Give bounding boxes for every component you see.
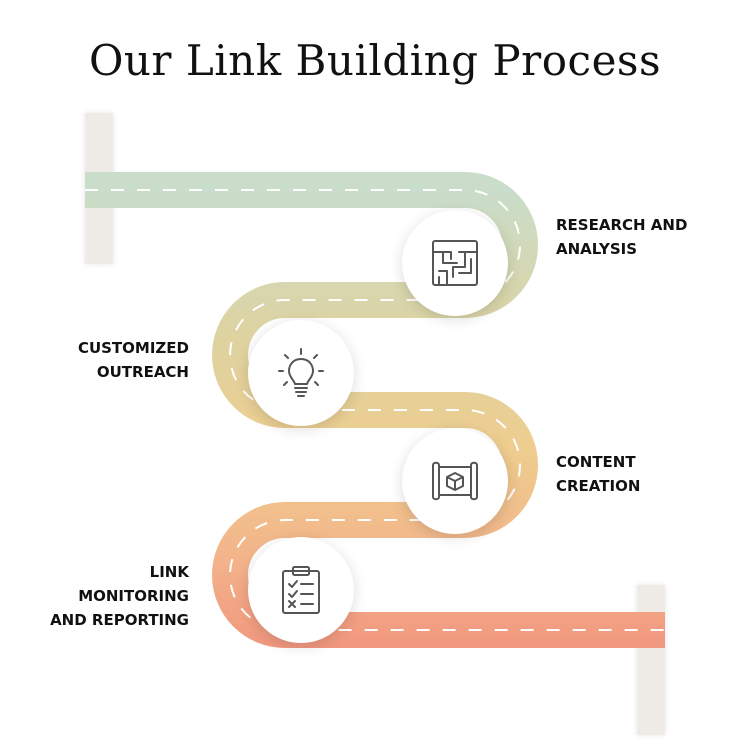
step-label-outreach: CUSTOMIZED OUTREACH — [77, 339, 189, 381]
blueprint-icon — [432, 461, 478, 501]
page-title: Our Link Building Process — [88, 36, 662, 85]
clipboard-checklist-icon — [282, 566, 320, 614]
step-label-content: CONTENT CREATION — [556, 453, 641, 495]
step-label-research: RESEARCH AND ANALYSIS — [556, 216, 688, 258]
step-circle-monitoring — [248, 537, 354, 643]
maze-icon — [432, 240, 478, 286]
road-center-dashes — [85, 189, 665, 631]
step-label-monitoring: LINK MONITORING AND REPORTING — [50, 563, 189, 629]
step-circle-content — [402, 428, 508, 534]
end-post — [637, 585, 665, 735]
lightbulb-icon — [278, 348, 324, 397]
step-circle-outreach — [248, 320, 354, 426]
step-circle-research — [402, 210, 508, 316]
